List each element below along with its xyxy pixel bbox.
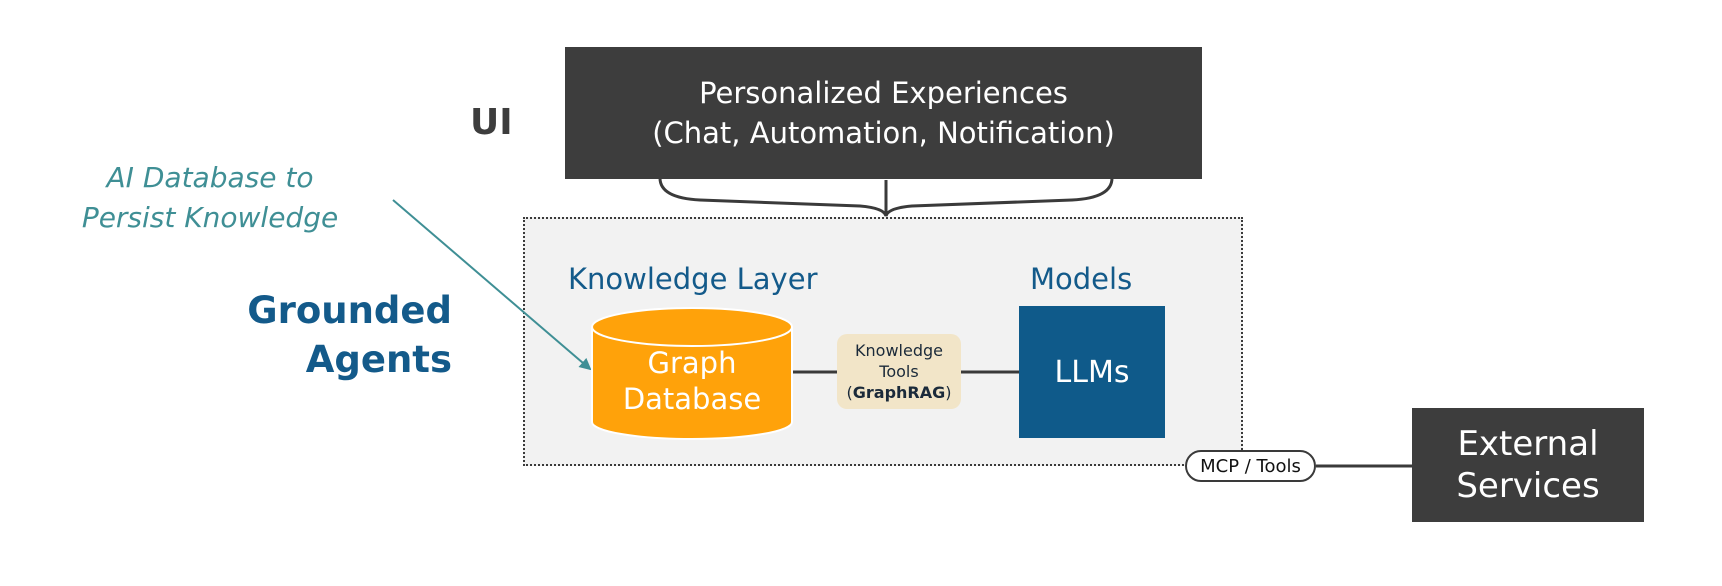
tools-paren-close: ) xyxy=(945,383,952,402)
annotation-arrow xyxy=(392,199,592,371)
ux-subtitle: (Chat, Automation, Notification) xyxy=(652,116,1115,150)
knowledge-layer-title: Knowledge Layer xyxy=(568,262,818,296)
graph-database-label: Graph Database xyxy=(592,345,792,417)
tools-line-3: (GraphRAG) xyxy=(847,382,952,403)
ui-label: UI xyxy=(470,102,513,143)
grounded-line-2: Agents xyxy=(305,338,452,381)
annotation-line-1: AI Database to xyxy=(106,161,314,194)
tools-paren-open: ( xyxy=(846,383,853,402)
ux-title: Personalized Experiences xyxy=(699,76,1068,110)
ai-database-annotation: AI Database to Persist Knowledge xyxy=(40,158,380,238)
external-services-box: External Services xyxy=(1412,408,1644,522)
mcp-tools-label: MCP / Tools xyxy=(1200,455,1301,477)
grounded-agents-label: Grounded Agents xyxy=(180,286,452,384)
graphrag-label: GraphRAG xyxy=(852,383,946,402)
grounded-line-1: Grounded xyxy=(247,289,452,332)
knowledge-tools-box: Knowledge Tools (GraphRAG) xyxy=(837,334,961,409)
llms-box: LLMs xyxy=(1019,306,1165,438)
external-line-2: Services xyxy=(1456,466,1600,506)
external-line-1: External xyxy=(1457,424,1599,464)
models-title: Models xyxy=(1030,262,1133,296)
database-line-2: Database xyxy=(622,382,762,416)
database-line-1: Graph xyxy=(647,346,737,380)
annotation-line-2: Persist Knowledge xyxy=(81,201,339,234)
tools-line-2: Tools xyxy=(879,362,919,381)
personalized-experiences-box: Personalized Experiences (Chat, Automati… xyxy=(565,47,1202,179)
llms-label: LLMs xyxy=(1054,354,1130,390)
tools-line-1: Knowledge xyxy=(855,341,943,360)
graph-database-cylinder xyxy=(591,307,793,440)
mcp-tools-pill: MCP / Tools xyxy=(1185,450,1316,482)
